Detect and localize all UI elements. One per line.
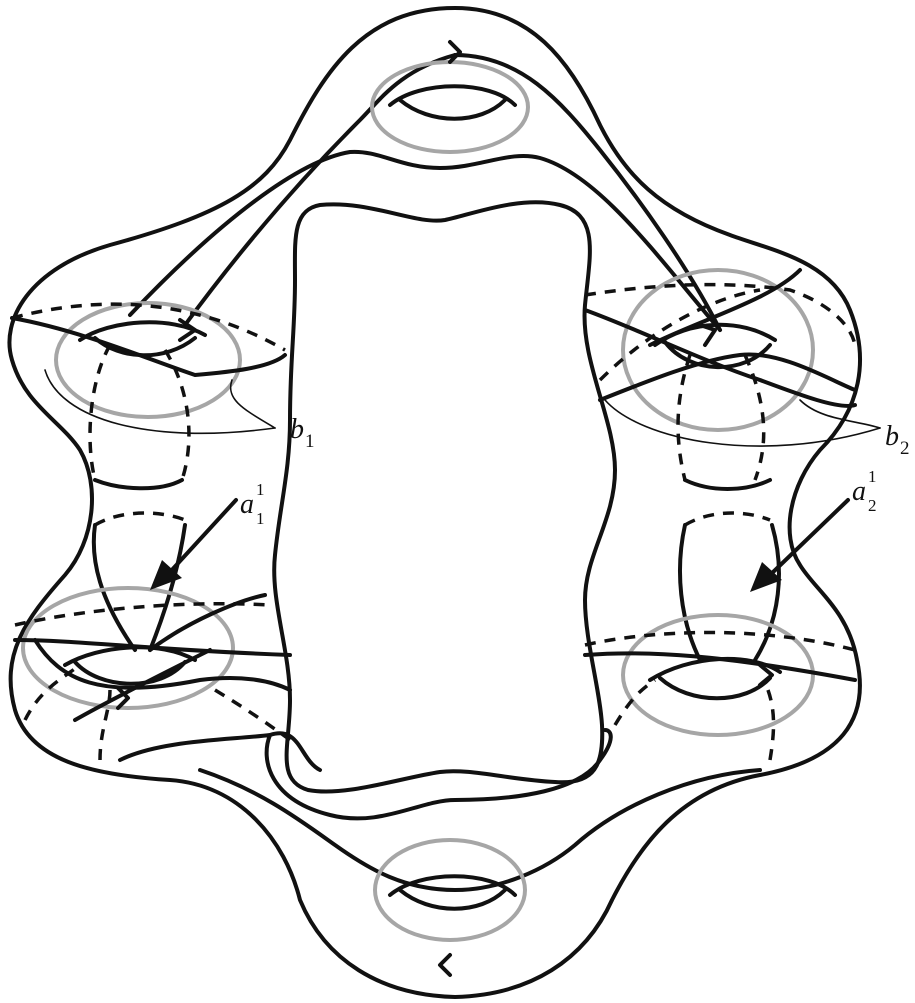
label-a11-sup: 1 <box>256 480 265 499</box>
right-neck-solid <box>685 480 770 489</box>
upper-inner-ring <box>130 152 720 330</box>
outer-boundary <box>9 8 860 997</box>
a11-arrow-shaft <box>170 500 236 572</box>
top-hole-upper <box>390 86 515 105</box>
lower-right-hole-upper <box>650 659 780 680</box>
label-a21-sup: 1 <box>868 467 877 486</box>
left-neck-dash <box>95 513 185 525</box>
label-a11: a 1 1 <box>240 480 265 528</box>
a21-arrow-shaft <box>770 500 848 575</box>
label-a21-sub: 2 <box>868 496 877 515</box>
b1-leader-2 <box>231 380 275 428</box>
lower-inner-ring <box>120 730 611 818</box>
bottom-hole-lower <box>400 890 505 909</box>
lower-right-hole-lower <box>660 678 770 698</box>
bottom-orientation-arrow <box>440 955 450 975</box>
upper-right-gray-loop <box>623 270 813 430</box>
lower-right-gray-loop <box>623 615 813 735</box>
left-neck-solid <box>95 480 182 488</box>
top-gray-loop <box>372 62 528 152</box>
upper-ring-top-left <box>185 55 455 325</box>
label-a21-letter: a <box>852 476 866 507</box>
right-neck-dash <box>685 513 770 525</box>
label-a11-letter: a <box>240 489 254 520</box>
b1-leader-1 <box>45 370 275 433</box>
label-a21: a 1 2 <box>852 467 877 515</box>
label-b1: b 1 <box>290 414 315 452</box>
upper-right-vert-dash-1 <box>678 355 690 480</box>
right-neck-vertical-2 <box>755 525 779 660</box>
lower-ring-inner-left <box>270 733 320 770</box>
upper-left-cross-solid <box>12 318 285 375</box>
inner-hole <box>274 202 615 791</box>
label-b2-sub: 2 <box>900 438 910 459</box>
lower-right-cross-dashed <box>585 633 855 651</box>
lower-ring-bottom <box>200 770 760 890</box>
lower-left-dash-low-2 <box>100 690 110 760</box>
upper-left-orientation-arrow <box>180 320 195 340</box>
top-hole-lower <box>400 100 505 119</box>
label-b2-letter: b <box>885 421 899 452</box>
label-b1-sub: 1 <box>305 431 315 452</box>
label-a11-sub: 1 <box>256 509 265 528</box>
label-b2: b 2 <box>885 421 910 459</box>
right-neck-vertical-1 <box>680 525 700 660</box>
label-b1-letter: b <box>290 414 304 445</box>
top-orientation-arrow <box>450 42 460 62</box>
